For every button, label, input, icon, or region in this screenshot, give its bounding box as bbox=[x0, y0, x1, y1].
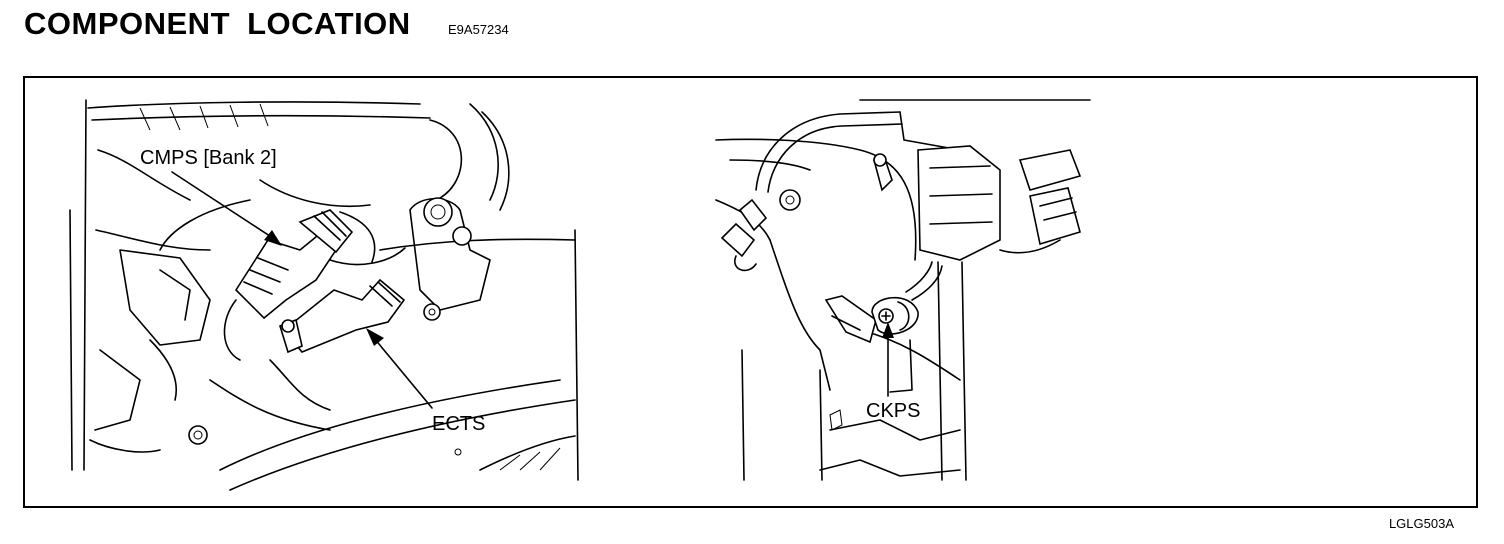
ckps-label: CKPS bbox=[866, 400, 921, 422]
page-title: COMPONENT LOCATION bbox=[24, 6, 411, 41]
left-engine-view bbox=[69, 99, 579, 491]
cmps-bank2-label: CMPS [Bank 2] bbox=[140, 147, 277, 169]
ects-label: ECTS bbox=[432, 413, 486, 435]
document-code: E9A57234 bbox=[448, 22, 509, 37]
diagram-frame bbox=[23, 76, 1478, 508]
right-engine-view bbox=[715, 99, 1091, 481]
figure-reference-code: LGLG503A bbox=[1388, 516, 1454, 531]
